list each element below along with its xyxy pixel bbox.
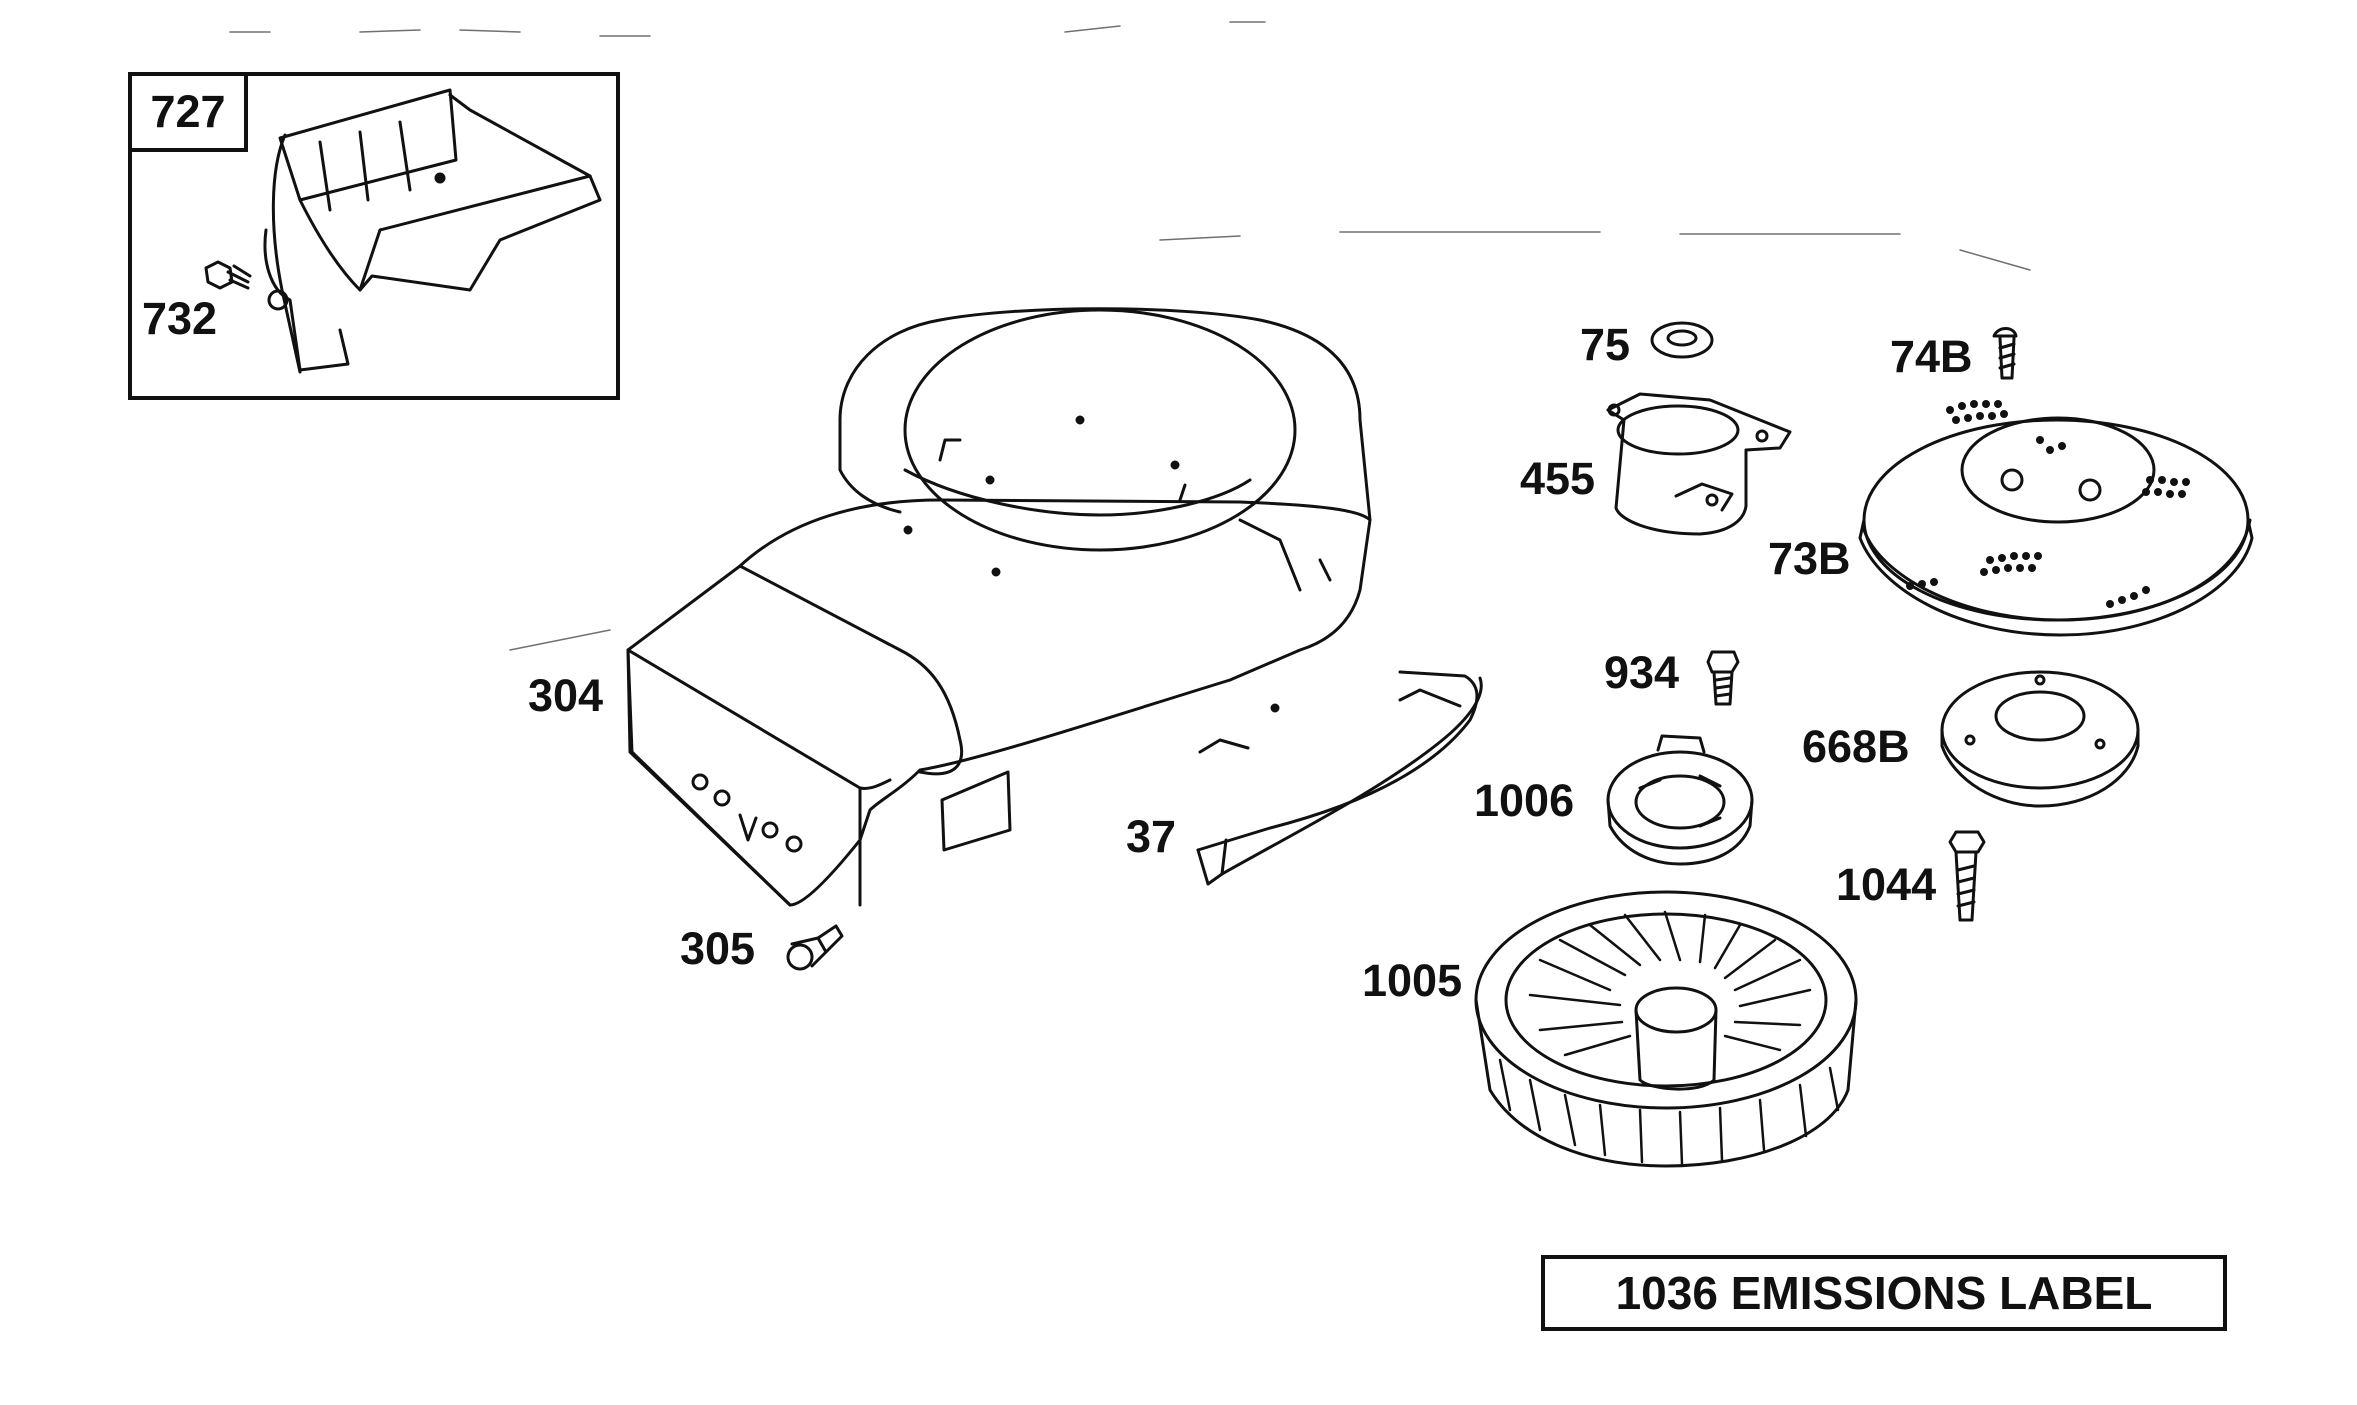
- callout-74b: 74B: [1890, 331, 1973, 382]
- inset-frame-727: 727: [128, 72, 620, 400]
- part-1006-ring: [1606, 734, 1754, 866]
- part-304-blower-housing: [626, 307, 1372, 907]
- part-1005-flywheel: [1474, 890, 1858, 1168]
- callout-37: 37: [1126, 811, 1177, 862]
- part-668b-plate: [1940, 670, 2140, 808]
- callout-934: 934: [1604, 647, 1680, 698]
- callout-1005: 1005: [1362, 955, 1463, 1006]
- part-1044-bolt: [1948, 830, 1986, 922]
- callout-75: 75: [1580, 319, 1631, 370]
- scan-marks: [229, 21, 2031, 651]
- part-305-screw: [786, 924, 844, 971]
- part-75-washer: [1650, 321, 1714, 359]
- callout-1044: 1044: [1836, 859, 1937, 910]
- callout-1006: 1006: [1474, 775, 1575, 826]
- part-455-cup: [1606, 392, 1792, 536]
- callout-304: 304: [528, 670, 604, 721]
- part-73b-screen: [1858, 400, 2254, 637]
- part-934-screw: [1706, 650, 1740, 706]
- callout-668b: 668B: [1802, 721, 1910, 772]
- callout-732: 732: [142, 293, 218, 344]
- part-732-screw: [204, 260, 252, 290]
- part-37-air-guide: [1196, 670, 1483, 886]
- emissions-label-box: 1036 EMISSIONS LABEL: [1541, 1255, 2227, 1331]
- callout-73b: 73B: [1768, 533, 1851, 584]
- inset-tag: 727: [132, 76, 248, 152]
- part-727-guard: [263, 88, 602, 374]
- part-74b-screw: [1992, 327, 2018, 380]
- callout-305: 305: [680, 923, 756, 974]
- callout-455: 455: [1520, 453, 1596, 504]
